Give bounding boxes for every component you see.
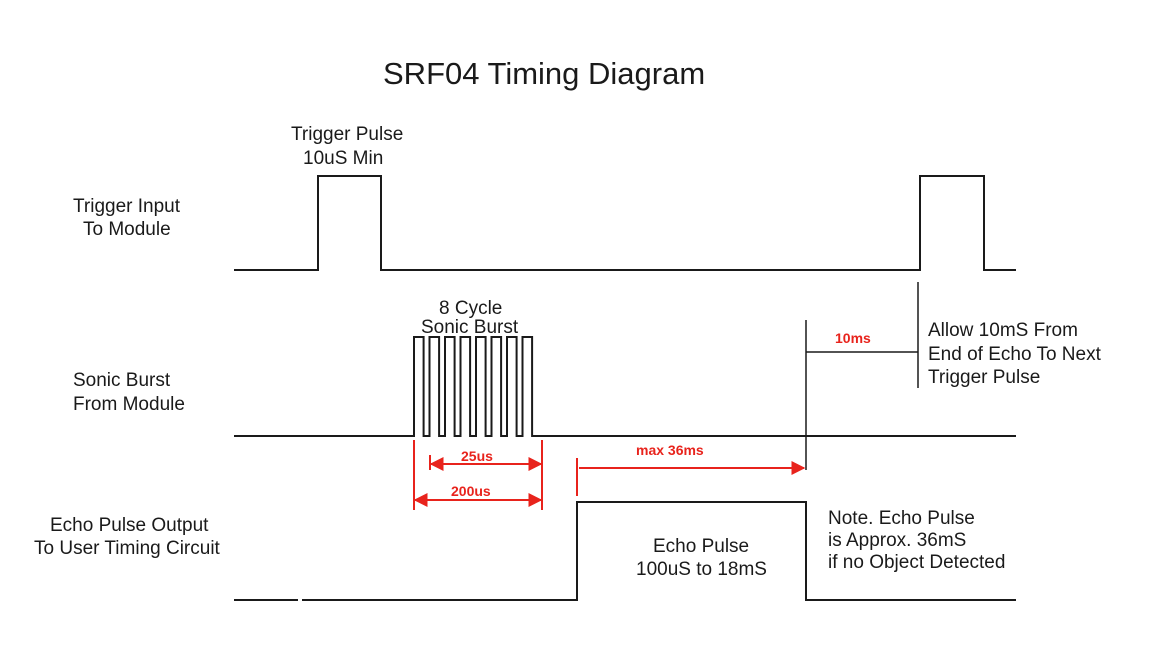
trigger-pulse-label-1: Trigger Pulse <box>291 124 403 145</box>
trigger-input-label-1: Trigger Input <box>73 196 181 217</box>
holdoff-dimension-label: 10ms <box>835 330 871 346</box>
allow-label-3: Trigger Pulse <box>928 367 1040 388</box>
sonic-burst-label-1: Sonic Burst <box>73 370 171 391</box>
trigger-input-waveform <box>234 175 1016 271</box>
burst-length-label: 200us <box>451 483 491 499</box>
trigger-pulse-label-2: 10uS Min <box>303 148 383 169</box>
sonic-burst-waveform <box>234 336 1016 437</box>
echo-pulse-label-2: 100uS to 18mS <box>636 559 767 580</box>
diagram-title: SRF04 Timing Diagram <box>383 56 705 91</box>
note-line-3: if no Object Detected <box>828 552 1005 573</box>
allow-label-1: Allow 10mS From <box>928 320 1078 341</box>
dimension-group <box>413 440 806 510</box>
trigger-input-label-2: To Module <box>83 219 171 240</box>
echo-pulse-waveform <box>234 501 1016 601</box>
burst-annotation-1: 8 Cycle <box>439 298 502 319</box>
echo-output-label-1: Echo Pulse Output <box>50 515 209 536</box>
burst-annotation-2: Sonic Burst <box>421 317 519 338</box>
echo-pulse-label-1: Echo Pulse <box>653 536 749 557</box>
note-line-2: is Approx. 36mS <box>828 530 966 551</box>
allow-label-2: End of Echo To Next <box>928 344 1102 365</box>
echo-output-label-2: To User Timing Circuit <box>34 538 221 559</box>
echo-max-label: max 36ms <box>636 442 704 458</box>
note-line-1: Note. Echo Pulse <box>828 508 975 529</box>
burst-period-label: 25us <box>461 448 493 464</box>
sonic-burst-label-2: From Module <box>73 394 185 415</box>
